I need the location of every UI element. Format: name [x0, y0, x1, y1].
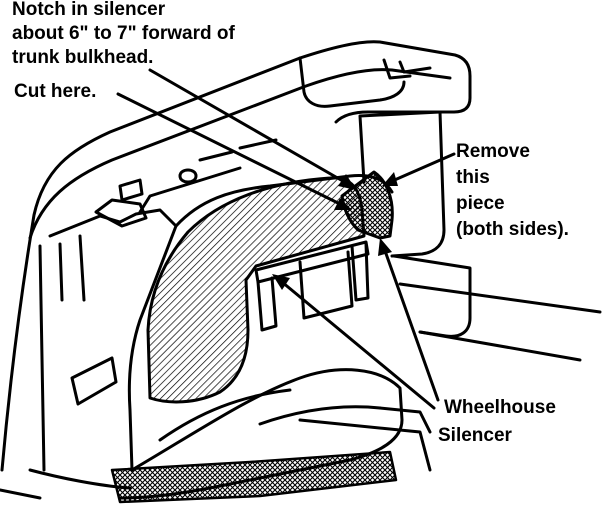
label-remove-line-1: Remove [456, 141, 530, 162]
quarter-panel-outline [0, 40, 472, 472]
label-cut-here: Cut here. [14, 80, 96, 104]
leader-cut [116, 92, 346, 208]
leader-silencer-1 [280, 280, 436, 410]
label-wheelhouse-silencer: Wheelhouse Silencer [438, 394, 556, 450]
left-panel-fold [38, 234, 86, 472]
ledge-bolt [178, 168, 198, 184]
upper-rail [298, 56, 406, 108]
label-silencer-line-1: Wheelhouse [444, 397, 556, 418]
left-bracket-hole [118, 178, 144, 202]
label-notch-line-2: about 6" to 7" forward of [12, 23, 235, 44]
floor-trim-strip [110, 450, 398, 504]
arrowhead-remove [382, 172, 398, 186]
quarter-panel-inner-edge [28, 68, 452, 240]
ledge-rib [138, 138, 278, 214]
floor-rib-2 [258, 405, 382, 426]
label-notch: Notch in silencer about 6" to 7" forward… [12, 0, 235, 70]
arrowhead-silencer-2 [378, 238, 392, 256]
rear-bulkhead-upright [358, 110, 442, 184]
floor-rib-1 [158, 388, 292, 442]
label-notch-line-3: trunk bulkhead. [12, 47, 154, 68]
label-cut-text: Cut here. [14, 81, 97, 102]
strap-leg-left [256, 276, 278, 332]
label-notch-line-1: Notch in silencer [12, 0, 166, 20]
tail-lamp-opening [70, 356, 118, 406]
floor-edge-right [398, 282, 602, 362]
upper-rail-lip [382, 58, 432, 80]
mounting-strap [254, 240, 370, 284]
floor-lower-lip [0, 468, 132, 500]
floor-step-right [392, 254, 472, 338]
strap-leg-right [350, 242, 370, 302]
label-remove-line-2: this [456, 167, 490, 188]
rear-bulkhead-flange [390, 110, 446, 258]
arrowhead-silencer-1 [272, 274, 290, 290]
leader-silencer-2 [382, 246, 440, 402]
label-remove-line-3: piece [456, 193, 505, 214]
floor-rear-edge [298, 406, 432, 472]
label-remove-piece: Remove this piece (both sides). [456, 139, 569, 243]
leader-remove [388, 152, 456, 184]
wheelhouse-silencer [146, 176, 366, 404]
left-bracket [94, 198, 148, 228]
label-remove-line-4: (both sides). [456, 219, 569, 240]
arrowhead-cut [334, 198, 352, 210]
label-silencer-line-2: Silencer [438, 425, 512, 446]
arrowhead-notch [338, 174, 356, 190]
leader-notch [148, 68, 350, 186]
strap-box [298, 250, 354, 320]
